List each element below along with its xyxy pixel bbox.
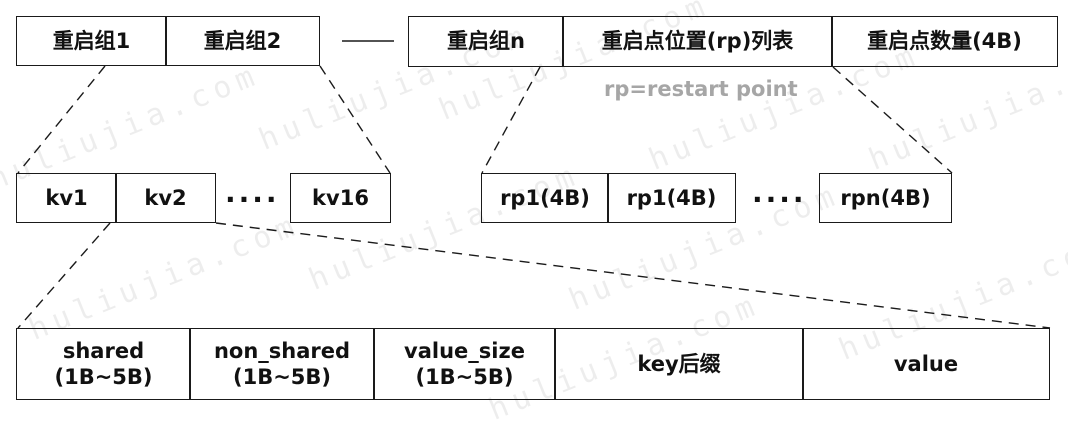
zoom-line-rp-right bbox=[832, 66, 953, 174]
field-value-size: value_size (1B~5B) bbox=[373, 328, 556, 400]
zoom-line-group-left bbox=[17, 65, 106, 174]
zoom-line-group-right bbox=[319, 65, 391, 174]
rp-note: rp=restart point bbox=[604, 77, 798, 101]
kv-2: kv2 bbox=[115, 173, 216, 223]
zoom-line-kv-right bbox=[215, 222, 1051, 329]
restart-point-list: 重启点位置(rp)列表 bbox=[562, 16, 833, 67]
restart-point-count: 重启点数量(4B) bbox=[831, 16, 1058, 67]
rp-n: rpn(4B) bbox=[819, 173, 952, 223]
field-key-suffix: key后缀 bbox=[554, 328, 804, 400]
field-non-shared: non_shared (1B~5B) bbox=[189, 328, 375, 400]
kv-16: kv16 bbox=[290, 173, 391, 223]
restart-group-2: 重启组2 bbox=[165, 16, 320, 66]
field-shared: shared (1B~5B) bbox=[16, 328, 191, 400]
field-value: value bbox=[802, 328, 1050, 400]
zoom-line-kv-left bbox=[17, 222, 111, 329]
kv-1: kv1 bbox=[16, 173, 117, 223]
restart-group-1: 重启组1 bbox=[16, 16, 167, 66]
zoom-line-rp-left bbox=[481, 66, 541, 174]
rp-1-a: rp1(4B) bbox=[481, 173, 609, 223]
restart-group-n: 重启组n bbox=[408, 16, 564, 67]
kv-ellipsis: ···· bbox=[225, 183, 280, 216]
connector-lines bbox=[17, 40, 1051, 329]
rp-1-b: rp1(4B) bbox=[607, 173, 736, 223]
rp-ellipsis: ···· bbox=[752, 183, 807, 216]
